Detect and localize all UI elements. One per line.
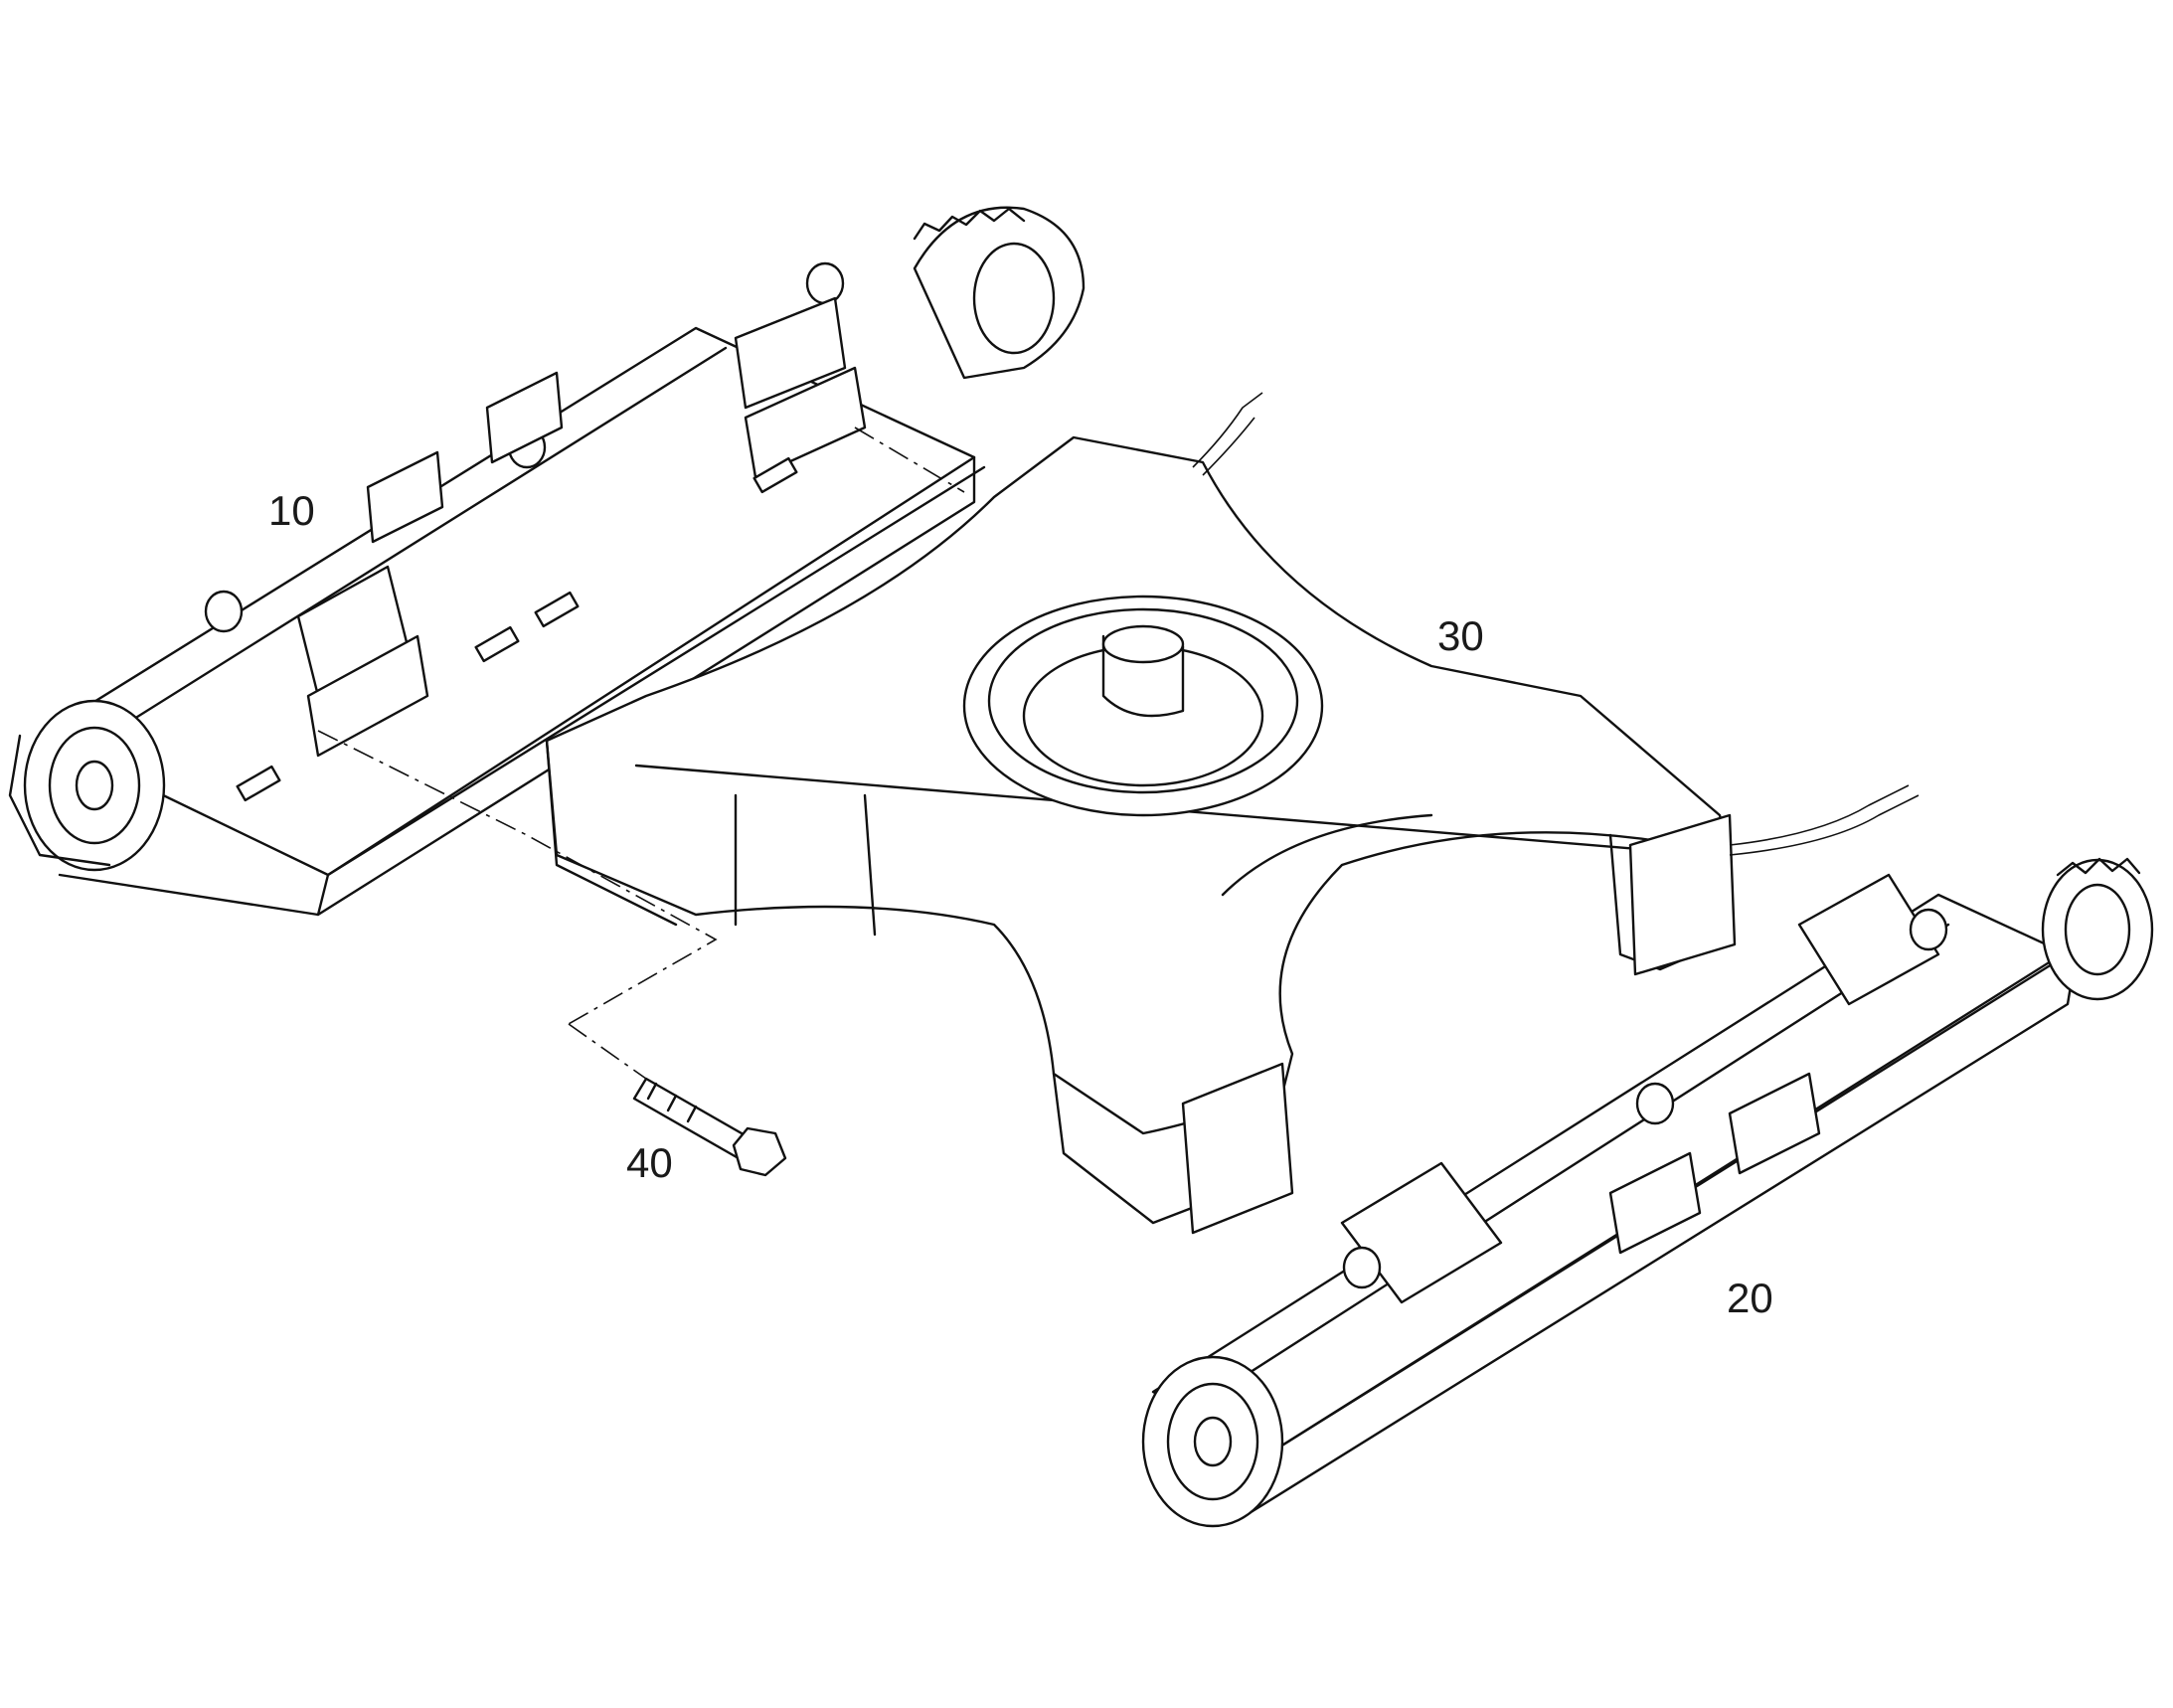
left-track-rollers	[236, 456, 798, 802]
right-carrier-rollers	[1342, 908, 1948, 1289]
left-rear-idler	[8, 699, 166, 872]
right-sprocket-drive	[2041, 857, 2154, 1001]
center-car-body	[545, 392, 1920, 1235]
left-mount-brackets	[296, 296, 867, 758]
right-mount-brackets	[1340, 873, 1940, 1304]
left-sprocket-drive	[913, 206, 1086, 380]
callout-part-20: 20	[1727, 1275, 1773, 1321]
assembly-leader-lines	[317, 427, 965, 1080]
callout-part-10: 10	[268, 487, 315, 534]
right-rear-idler	[1141, 1355, 1284, 1528]
callout-part-30: 30	[1437, 612, 1484, 659]
callout-part-40: 40	[626, 1139, 673, 1186]
mounting-bolt	[632, 1077, 787, 1177]
hydraulic-hoses	[1192, 392, 1920, 856]
left-track-frame	[8, 206, 1086, 917]
slewing-ring	[962, 595, 1324, 817]
right-track-frame	[1141, 857, 2154, 1528]
